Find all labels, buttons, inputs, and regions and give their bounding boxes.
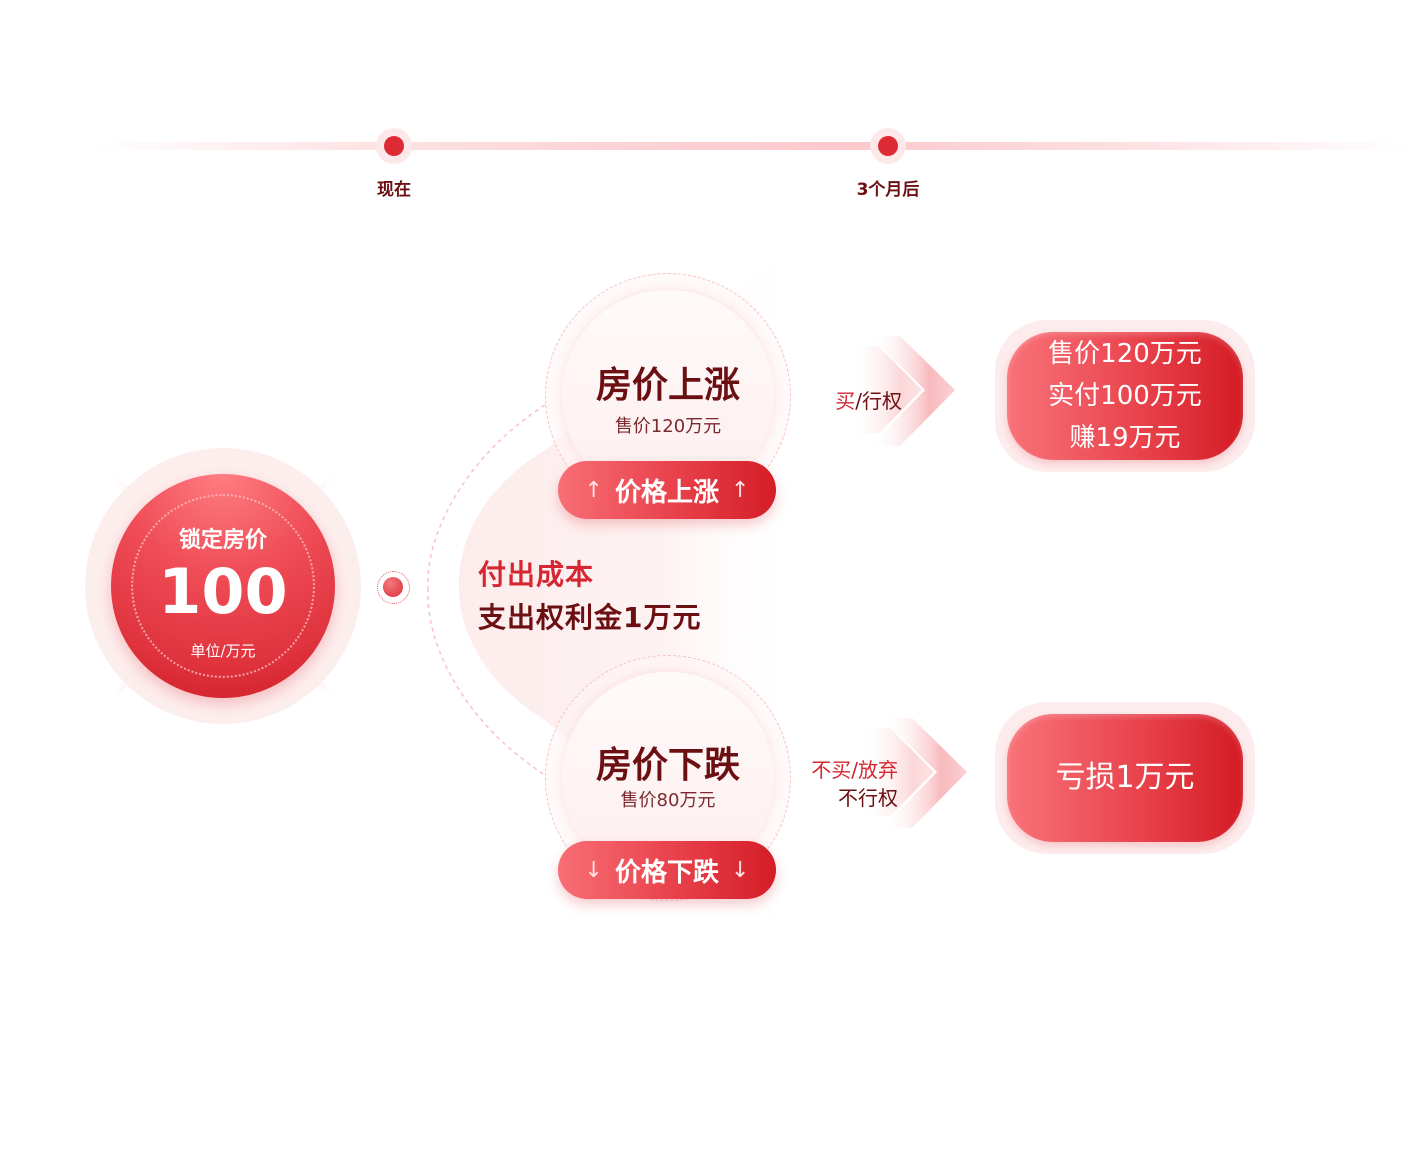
timeline-node-3-months	[870, 128, 906, 164]
timeline-label-now: 现在	[377, 180, 411, 200]
branch-start-dot	[377, 571, 410, 604]
cost-description: 支出权利金1万元	[478, 601, 702, 634]
result-loss-halo: 亏损1万元	[995, 702, 1255, 854]
arrow-up-icon: ↑	[731, 477, 750, 503]
result-loss-box: 亏损1万元	[1007, 714, 1243, 842]
chevron-right-icon	[850, 336, 955, 446]
cost-title: 付出成本	[478, 558, 595, 591]
result-gain-line: 实付100万元	[1048, 381, 1202, 411]
action-exercise-primary: 买	[835, 389, 856, 413]
scenario-rise-sale-price: 售价120万元	[614, 416, 722, 437]
tag-price-fall: ↓ 价格下跌 ↓	[558, 841, 776, 899]
result-loss-line: 亏损1万元	[1055, 760, 1195, 795]
scenario-fall-title: 房价下跌	[595, 745, 740, 786]
action-exercise: 买/行权	[760, 385, 902, 414]
tag-price-rise-label: 价格上涨	[614, 477, 719, 508]
result-gain-halo: 售价120万元 实付100万元 赚19万元	[995, 320, 1255, 472]
result-gain-box: 售价120万元 实付100万元 赚19万元	[1007, 332, 1243, 460]
scenario-fall-sale-price: 售价80万元	[620, 790, 716, 811]
arrow-down-icon: ↓	[584, 857, 603, 883]
locked-price-value: 100	[158, 555, 288, 628]
result-gain-line: 售价120万元	[1048, 339, 1202, 369]
action-abandon-secondary: 不行权	[838, 786, 898, 810]
locked-price-unit: 单位/万元	[190, 642, 256, 660]
chevron-right-icon	[862, 718, 967, 828]
arrow-up-icon: ↑	[584, 477, 603, 503]
timeline-node-now	[376, 128, 412, 164]
locked-price-dashed-ring	[131, 494, 315, 678]
arrow-down-icon: ↓	[731, 857, 750, 883]
locked-price-title: 锁定房价	[178, 528, 267, 553]
action-exercise-secondary: /行权	[855, 389, 902, 413]
scenario-rise-title: 房价上涨	[595, 365, 740, 406]
locked-price-badge: 锁定房价 100 单位/万元	[111, 474, 335, 698]
branch-dashed-lower	[427, 587, 546, 776]
action-abandon-primary: 不买/放弃	[811, 758, 898, 782]
result-gain-line: 赚19万元	[1069, 423, 1181, 453]
tag-price-fall-label: 价格下跌	[614, 857, 719, 888]
tag-price-rise: ↑ 价格上涨 ↑	[558, 461, 776, 519]
timeline-label-3-months: 3个月后	[856, 180, 920, 200]
timeline-track	[90, 142, 1408, 150]
